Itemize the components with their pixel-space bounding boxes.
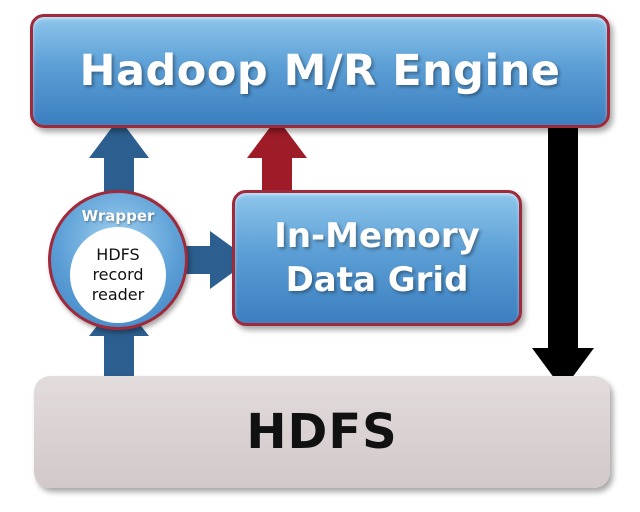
in-memory-data-grid-box: In-Memory Data Grid — [232, 190, 522, 326]
record-reader-line-3: reader — [91, 285, 145, 304]
record-reader-line-1: HDFS — [96, 245, 140, 264]
wrapper-label: Wrapper — [81, 207, 155, 225]
hadoop-engine-box: Hadoop M/R Engine — [30, 14, 610, 128]
engine-to-hdfs-arrow — [532, 126, 594, 390]
hdfs-box: HDFS — [34, 376, 610, 488]
imdg-label-line-2: Data Grid — [285, 260, 469, 300]
imdg-label-line-1: In-Memory — [274, 216, 480, 256]
record-reader-line-2: record — [92, 265, 144, 284]
wrapper-to-engine-arrow — [89, 118, 149, 196]
hdfs-label: HDFS — [246, 404, 398, 460]
hadoop-engine-label: Hadoop M/R Engine — [79, 46, 561, 96]
imdg-to-engine-arrow — [247, 118, 307, 192]
wrapper-circle: Wrapper HDFS record reader — [48, 190, 188, 330]
record-reader-circle: HDFS record reader — [70, 227, 166, 323]
wrapper-to-imdg-arrow — [186, 231, 250, 289]
